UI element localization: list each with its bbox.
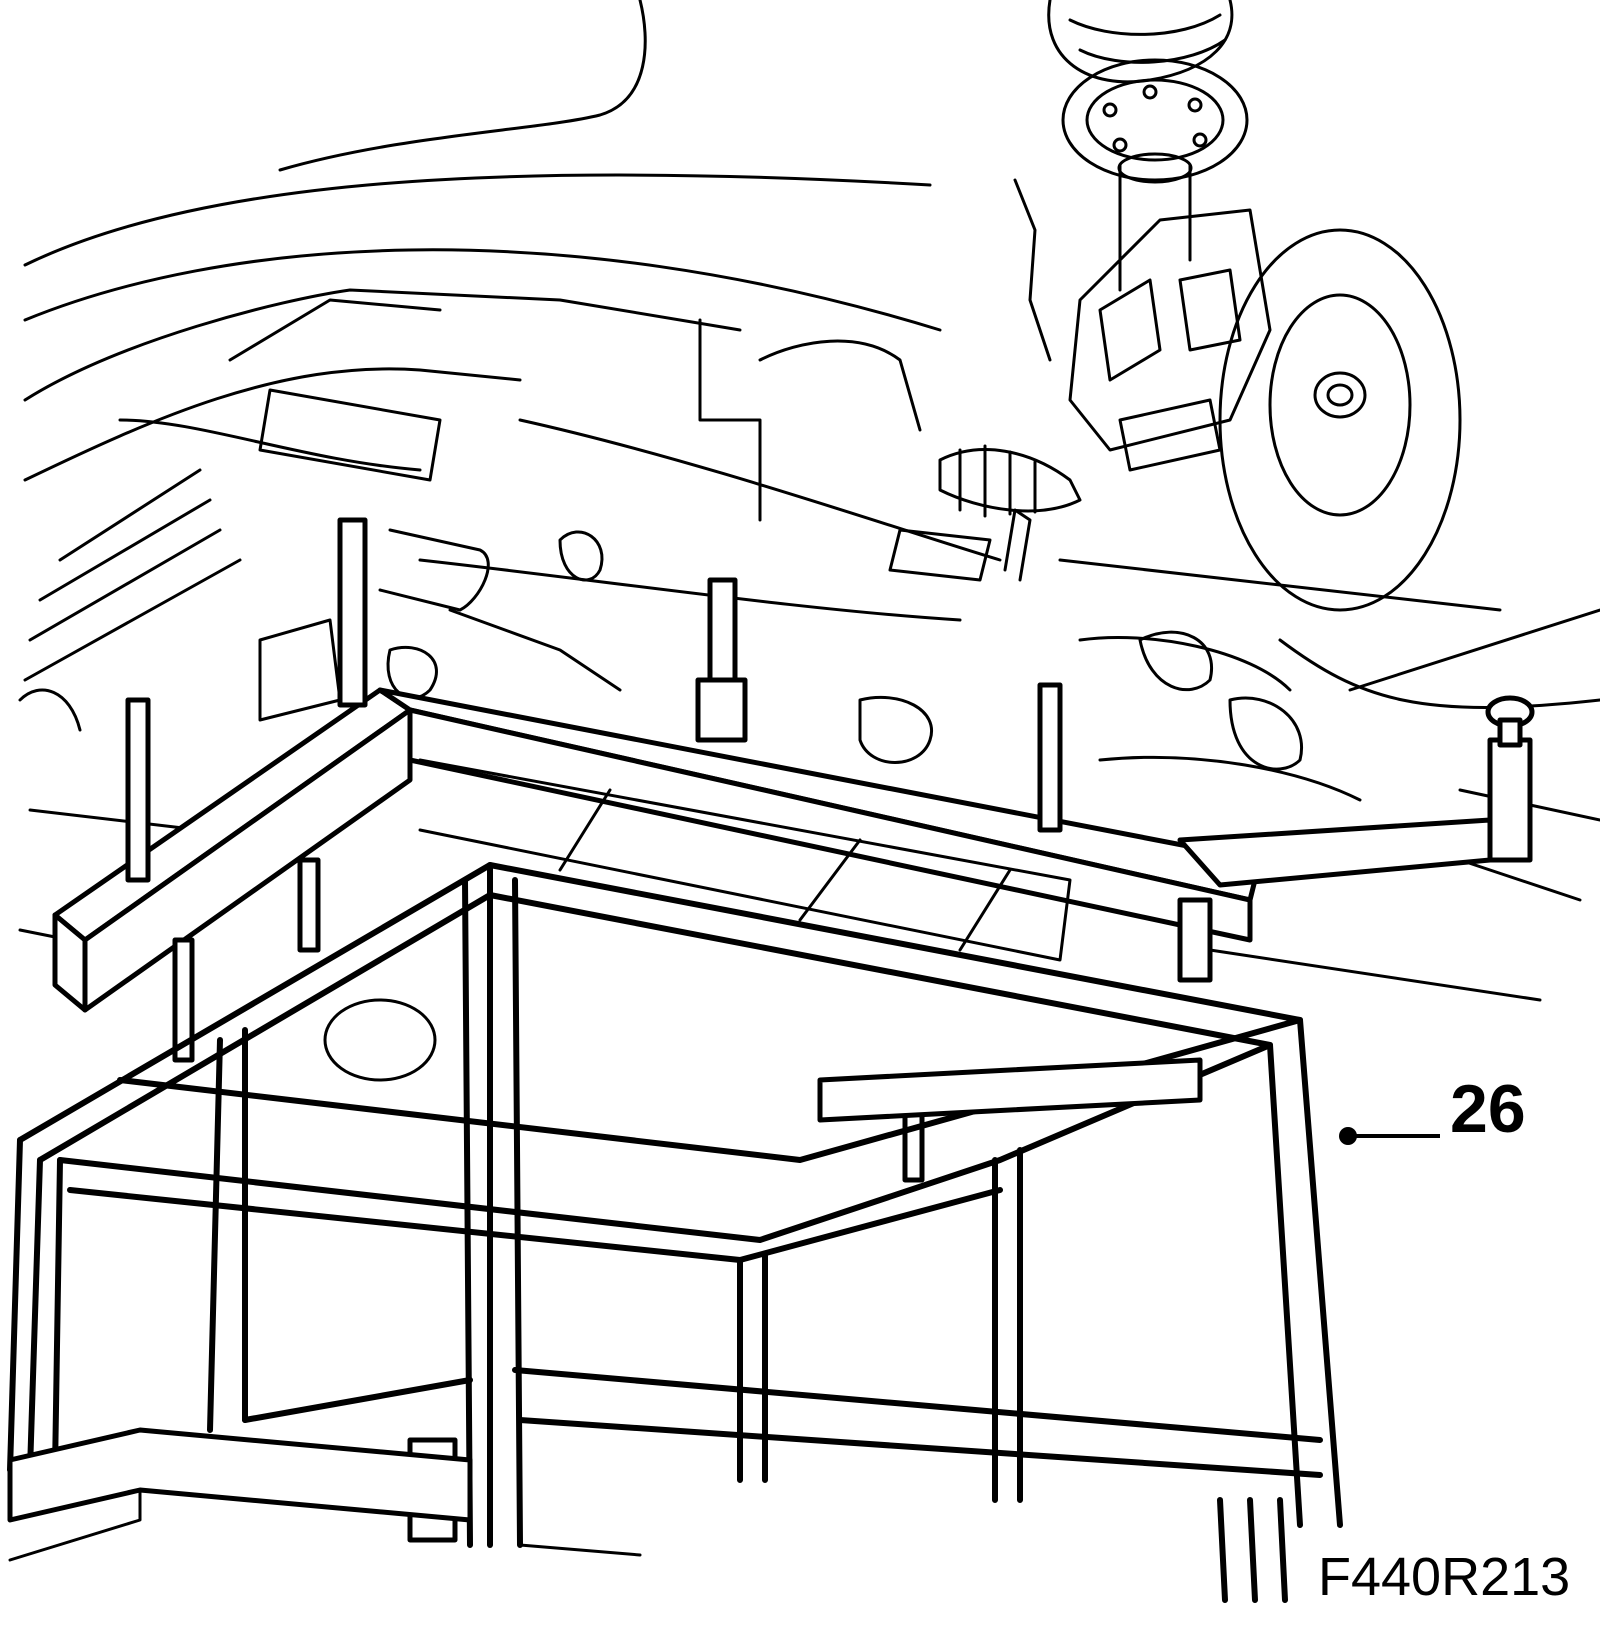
callout-leader — [1339, 1127, 1440, 1145]
fixture-frame — [7, 517, 1535, 1603]
front-suspension — [888, 0, 1462, 612]
figure-code: F440R213 — [1318, 1547, 1571, 1607]
vehicle-underbody — [18, 0, 1600, 1002]
callout-number: 26 — [1450, 1071, 1526, 1147]
